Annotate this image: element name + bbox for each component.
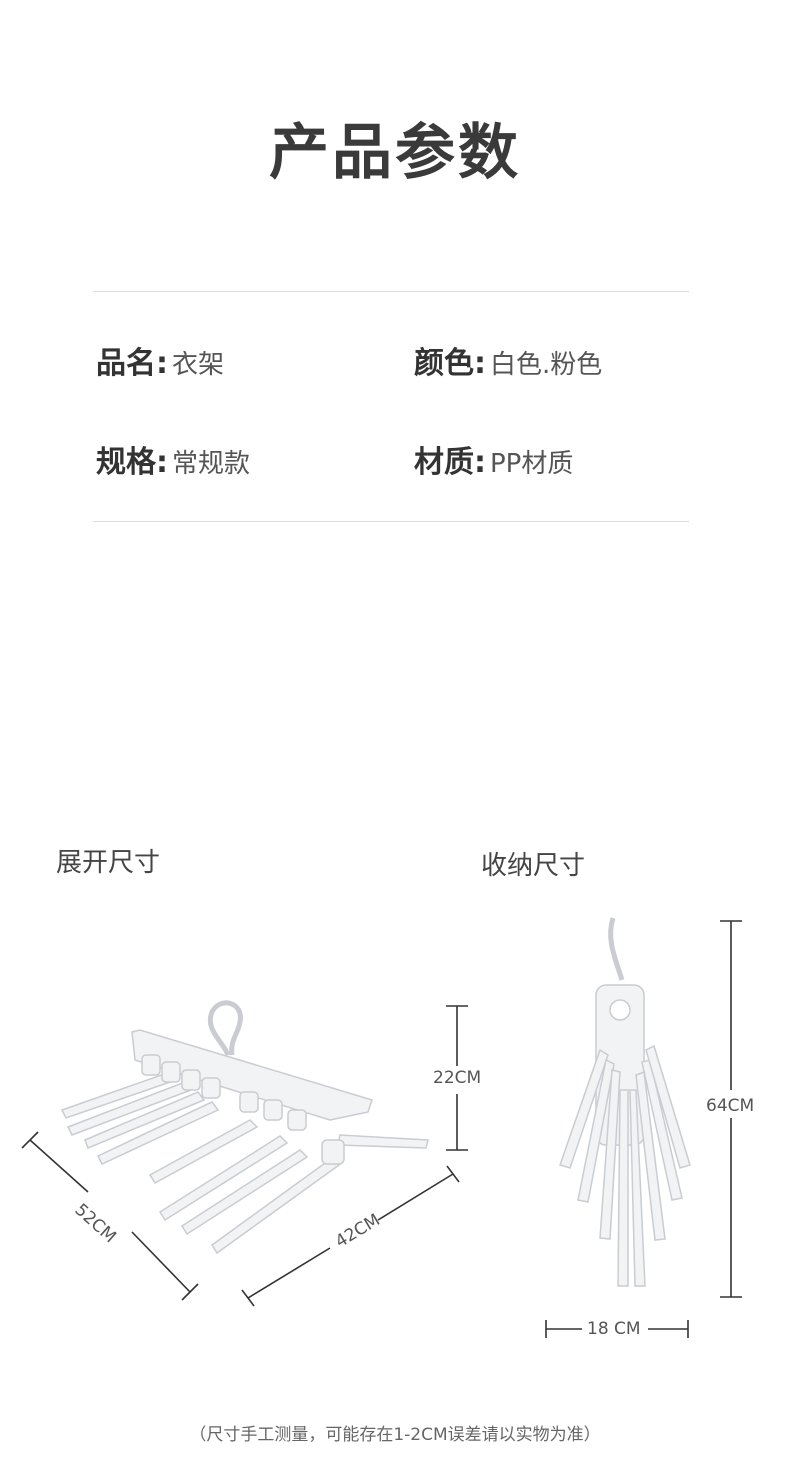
spec-name-value: 衣架 (172, 350, 225, 380)
spec-material-key: 材质 (414, 445, 474, 480)
bottom-divider (93, 521, 689, 522)
expanded-dimension-lines (21, 1005, 468, 1307)
spec-spec-row: 规格:常规款 (96, 437, 250, 481)
folded-size-label: 收纳尺寸 (481, 851, 586, 881)
spec-color-value: 白色.粉色 (490, 350, 603, 380)
expanded-hanger-image (60, 1000, 429, 1255)
spec-color-key: 颜色 (414, 346, 474, 381)
spec-material-colon: : (474, 445, 486, 480)
spec-name-row: 品名:衣架 (96, 338, 224, 382)
spec-color-colon: : (474, 346, 486, 381)
spec-color-row: 颜色:白色.粉色 (414, 338, 602, 382)
spec-name-colon: : (156, 346, 168, 381)
spec-spec-key: 规格 (96, 445, 156, 480)
spec-spec-value: 常规款 (172, 449, 251, 479)
height-expanded-label: 22CM (433, 1068, 482, 1088)
width-folded-label: 18 CM (587, 1319, 641, 1339)
measurement-note: （尺寸手工测量，可能存在1-2CM误差请以实物为准） (189, 1425, 601, 1445)
spec-spec-colon: : (156, 445, 168, 480)
top-divider (93, 291, 689, 292)
spec-material-row: 材质:PP材质 (414, 437, 573, 481)
folded-dimension-lines (545, 920, 742, 1338)
spec-material-value: PP材质 (490, 449, 574, 479)
expanded-size-label: 展开尺寸 (56, 848, 161, 878)
spec-name-key: 品名 (96, 346, 156, 381)
page-title: 产品参数 (269, 118, 521, 188)
height-folded-label: 64CM (706, 1096, 755, 1116)
folded-hanger-image (559, 917, 691, 1287)
